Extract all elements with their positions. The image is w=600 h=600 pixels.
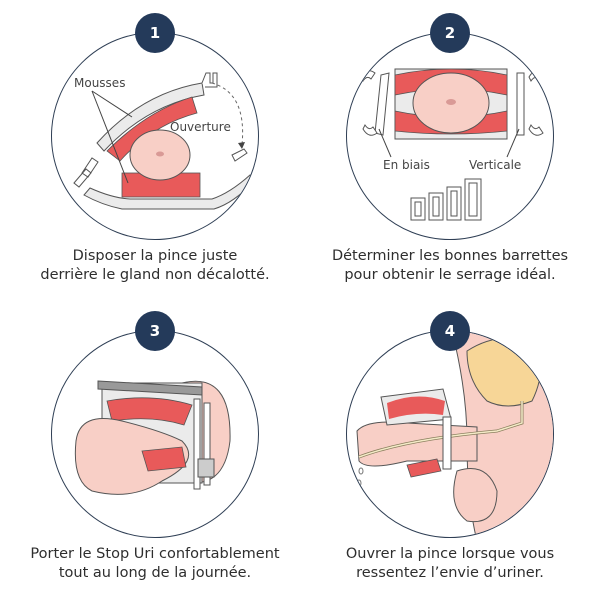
step-2-illustration: En biais Verticale <box>346 32 554 240</box>
bar-selection-diagram: En biais Verticale <box>360 68 544 221</box>
step-4-caption: Ouvrer la pince lorsque vous ressentez l… <box>345 546 555 581</box>
step-1-illustration: Mousses Ouverture <box>51 32 259 240</box>
step-3-illustration <box>51 330 259 538</box>
label-opening: Ouverture <box>170 120 231 134</box>
bar-size-icons <box>410 178 482 221</box>
step-3-caption: Porter le Stop Uri confortablement tout … <box>30 546 280 581</box>
step-4-illustration <box>346 330 554 538</box>
bladder <box>466 337 542 407</box>
urination-diagram <box>356 331 553 537</box>
clamp-open-diagram: Mousses Ouverture <box>73 72 255 210</box>
step-2-caption: Déterminer les bonnes barrettes pour obt… <box>331 248 569 283</box>
step-2: En biais Verticale 2 Déterminer les bonn… <box>300 0 600 300</box>
step-4: 4 Ouvrer la pince lorsque vous ressentez… <box>300 300 600 600</box>
drops-icon <box>356 467 364 499</box>
step-badge-2: 2 <box>430 13 470 53</box>
step-1-caption: Disposer la pince juste derrière le glan… <box>40 248 270 283</box>
step-badge-4: 4 <box>430 311 470 351</box>
step-badge-3: 3 <box>135 311 175 351</box>
step-1: Mousses Ouverture 1 Disposer la pince ju… <box>5 0 305 300</box>
penis-side <box>356 421 478 467</box>
step-3: 3 Porter le Stop Uri confortablement tou… <box>5 300 305 600</box>
step-badge-1: 1 <box>135 13 175 53</box>
label-foam: Mousses <box>74 76 125 90</box>
penis-shape <box>74 418 190 495</box>
clamp-worn-diagram <box>74 380 231 495</box>
label-vertical: Verticale <box>469 158 521 172</box>
label-angled: En biais <box>383 158 430 172</box>
